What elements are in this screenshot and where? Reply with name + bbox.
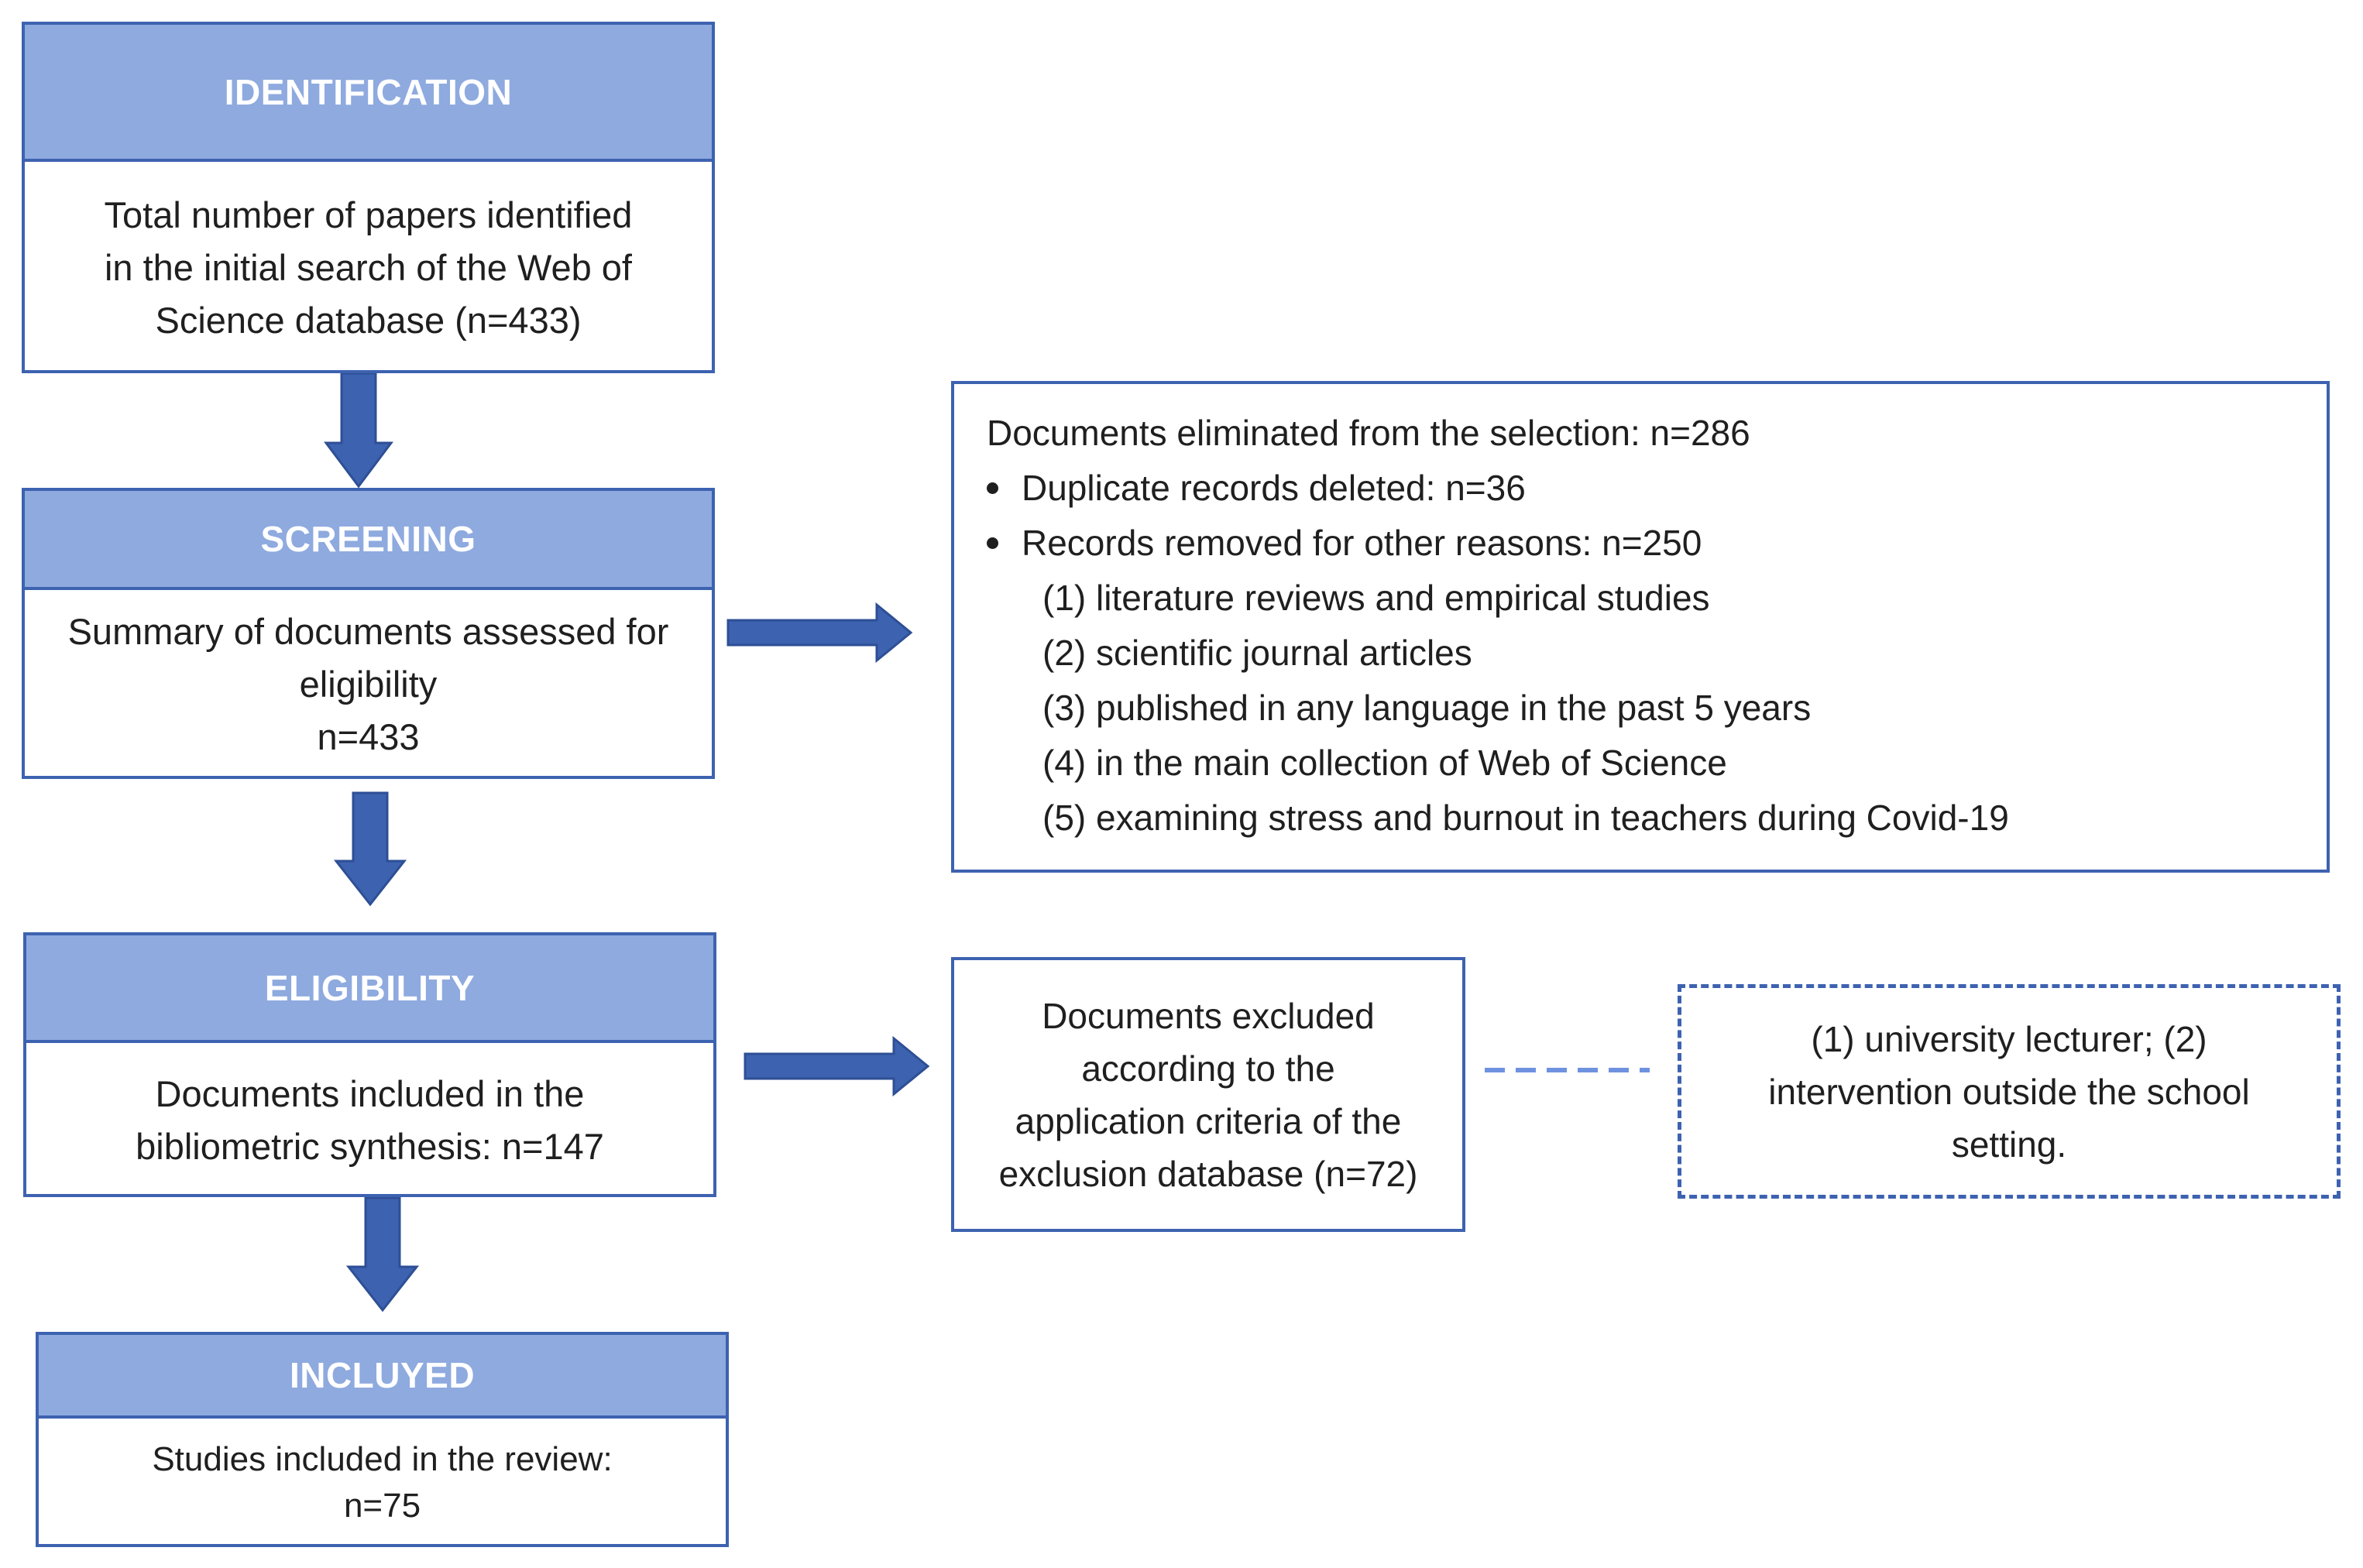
excluded-line: Documents excluded [1042,995,1375,1036]
included-box: INCLUYED Studies included in the review:… [36,1332,729,1547]
eligibility-text: Documents included in the bibliometric s… [26,1043,713,1197]
exclusion-notes-box: (1) university lecturer; (2) interventio… [1678,984,2341,1199]
included-line: Studies included in the review: [152,1440,613,1478]
excluded-line: according to the [1081,1048,1335,1089]
bullet-text: Records removed for other reasons: n=250 [1022,523,1702,563]
down-arrow-identification-to-screening [324,372,393,489]
excluded-documents-box: Documents excluded according to the appl… [951,957,1465,1232]
included-header: INCLUYED [39,1335,726,1419]
right-arrow-eligibility-to-excluded [744,1035,930,1097]
reason-item: (2) scientific journal articles [1042,633,1472,673]
down-arrow-screening-to-eligibility [333,791,407,907]
identification-header: IDENTIFICATION [25,25,712,162]
screening-line: n=433 [317,716,420,757]
down-arrow-eligibility-to-included [345,1196,420,1312]
exclusion-note-line: setting. [1951,1124,2067,1165]
eliminated-bullet: Duplicate records deleted: n=36 [987,461,2296,516]
identification-text: Total number of papers identified in the… [25,162,712,373]
reason-item: (3) published in any language in the pas… [1042,688,1812,728]
exclusion-note-line: intervention outside the school [1768,1071,2250,1112]
eliminated-title: Documents eliminated from the selection:… [987,413,1750,453]
screening-line: eligibility [299,664,438,705]
bullet-icon [987,537,998,549]
bullet-text: Duplicate records deleted: n=36 [1022,468,1526,508]
identification-line: Total number of papers identified [104,194,633,235]
included-line: n=75 [343,1487,421,1525]
screening-header: SCREENING [25,491,712,590]
identification-line: in the initial search of the Web of [104,246,632,288]
reason-item: (1) literature reviews and empirical stu… [1042,578,1710,618]
reason-item: (5) examining stress and burnout in teac… [1042,798,2009,838]
eligibility-line: Documents included in the [155,1072,585,1114]
identification-box: IDENTIFICATION Total number of papers id… [22,22,715,373]
screening-text: Summary of documents assessed for eligib… [25,590,712,779]
right-arrow-screening-to-eliminated [726,602,913,664]
screening-box: SCREENING Summary of documents assessed … [22,488,715,779]
included-text: Studies included in the review: n=75 [39,1419,726,1547]
eligibility-header: ELIGIBILITY [26,935,713,1043]
identification-line: Science database (n=433) [155,299,582,341]
eligibility-box: ELIGIBILITY Documents included in the bi… [23,932,716,1197]
reason-item: (4) in the main collection of Web of Sci… [1042,743,1727,783]
eliminated-documents-box: Documents eliminated from the selection:… [951,381,2330,873]
eliminated-bullet: Records removed for other reasons: n=250 [987,516,2296,571]
exclusion-note-line: (1) university lecturer; (2) [1811,1018,2207,1059]
eligibility-line: bibliometric synthesis: n=147 [136,1125,604,1167]
excluded-line: application criteria of the [1015,1100,1402,1141]
excluded-line: exclusion database (n=72) [998,1153,1418,1194]
screening-line: Summary of documents assessed for [67,611,669,652]
bullet-icon [987,482,998,494]
